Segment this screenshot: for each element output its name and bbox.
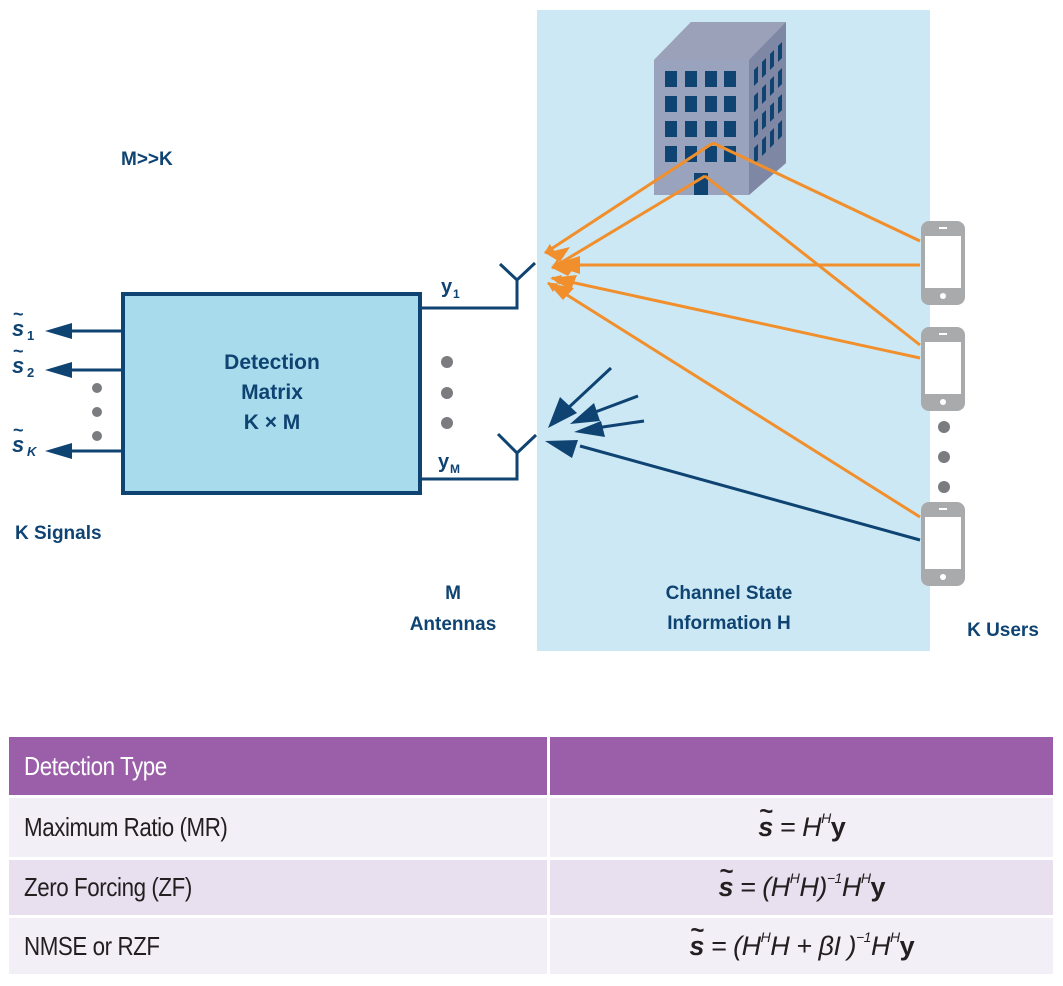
type-text: NMSE or RZF: [24, 930, 160, 961]
orange-path: [704, 174, 921, 347]
header-text: Detection Type: [24, 750, 167, 781]
users-ellipsis: [938, 421, 950, 493]
channel-label-line1: Channel State: [666, 583, 793, 604]
table-row: Zero Forcing (ZF) s = (HHH)−1HHy: [9, 857, 1053, 915]
svg-text:y: y: [441, 276, 453, 298]
outputs-ellipsis: [92, 383, 102, 441]
output-arrow-icon: [45, 443, 72, 459]
svg-text:s: s: [12, 432, 24, 457]
user-phone-icon: [921, 221, 965, 305]
svg-text:s: s: [12, 316, 24, 341]
detection-matrix-block: [121, 292, 422, 495]
type-text: Zero Forcing (ZF): [24, 872, 192, 902]
table-header: Detection Type: [9, 737, 1053, 795]
building-icon: [654, 22, 786, 195]
cell-formula: s = HHy: [550, 798, 1053, 857]
user-phone-icon: [921, 327, 965, 411]
condition-label: M>>K: [121, 149, 173, 170]
orange-path: [712, 141, 921, 243]
k-signals-label: K Signals: [15, 523, 102, 544]
svg-text:2: 2: [27, 365, 34, 380]
output-s1: s ~ 1: [12, 304, 34, 343]
svg-text:~: ~: [13, 420, 24, 440]
channel-label-line2: Information H: [667, 613, 791, 634]
detection-line3: K × M: [244, 411, 301, 434]
detection-line2: Matrix: [241, 381, 303, 404]
input-y1: y 1: [441, 276, 460, 301]
svg-text:M: M: [450, 462, 460, 476]
multipath-signals: [544, 141, 921, 519]
detection-types-table: Detection Type Maximum Ratio (MR) s = HH…: [9, 737, 1053, 974]
svg-text:~: ~: [13, 304, 24, 324]
antenna-icon: [496, 432, 538, 456]
cell-type: Zero Forcing (ZF): [9, 860, 548, 915]
detection-line1: Detection: [224, 351, 320, 374]
orange-path: [547, 281, 921, 519]
type-text: Maximum Ratio (MR): [24, 812, 228, 842]
cell-type: NMSE or RZF: [9, 918, 548, 974]
svg-text:K: K: [27, 444, 38, 459]
formula-zf: s = (HHH)−1HHy: [718, 858, 885, 903]
table-row: NMSE or RZF s = (HHH + βI )−1HHy: [9, 915, 1053, 974]
output-arrow-icon: [45, 362, 72, 378]
output-sk: s ~ K: [12, 420, 38, 459]
antenna-icon: [498, 261, 537, 283]
formula-mr: s = HHy: [758, 798, 845, 843]
svg-text:s: s: [12, 353, 24, 378]
svg-text:~: ~: [13, 341, 24, 361]
header-formula: [550, 737, 1053, 795]
output-arrow-icon: [45, 323, 72, 339]
formula-rzf: s = (HHH + βI )−1HHy: [689, 917, 914, 962]
k-users-label: K Users: [967, 620, 1039, 641]
cell-type: Maximum Ratio (MR): [9, 798, 548, 857]
interference-signals: [564, 366, 921, 542]
header-detection-type: Detection Type: [9, 737, 548, 795]
orange-path: [551, 275, 921, 360]
orange-path: [551, 174, 706, 270]
antennas-ellipsis: [441, 356, 453, 429]
svg-text:1: 1: [453, 287, 460, 301]
output-s2: s ~ 2: [12, 341, 34, 380]
svg-text:y: y: [438, 451, 450, 473]
svg-text:1: 1: [27, 328, 34, 343]
input-ym: y M: [438, 451, 460, 476]
antennas-label-line1: M: [445, 583, 461, 604]
cell-formula: s = (HHH + βI )−1HHy: [550, 917, 1053, 974]
orange-path: [544, 141, 714, 255]
massive-mimo-diagram: Detection Matrix K × M s ~ 1 s ~ 2 s ~ K: [12, 10, 1039, 651]
table-row: Maximum Ratio (MR) s = HHy: [9, 795, 1053, 857]
cell-formula: s = (HHH)−1HHy: [550, 858, 1053, 915]
antennas-label-line2: Antennas: [410, 614, 497, 635]
user-phone-icon: [921, 502, 965, 586]
